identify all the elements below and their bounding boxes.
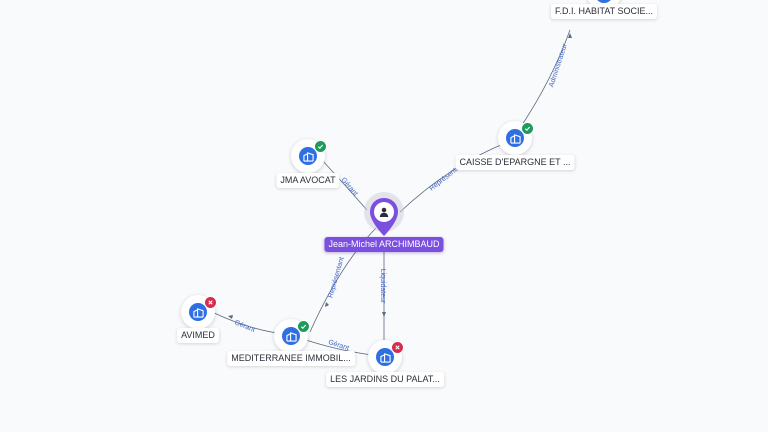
edge-label-fdi-caisse: Administrateur: [548, 42, 569, 88]
cross-icon: [391, 341, 404, 354]
edge-caisse-person: [399, 141, 509, 213]
node-label: JMA AVOCAT: [276, 173, 340, 188]
cross-icon: [204, 296, 217, 309]
node-label: Jean-Michel ARCHIMBAUD: [324, 237, 444, 252]
edge-label-jma-person: Gérant: [340, 177, 359, 198]
node-label: AVIMED: [177, 328, 219, 343]
check-icon: [314, 140, 327, 153]
person-icon: [379, 207, 389, 217]
building-icon: [506, 129, 524, 147]
node-label: CAISSE D'EPARGNE ET ...: [455, 155, 575, 170]
building-icon: [595, 0, 613, 3]
edge-arrow: [568, 33, 572, 38]
check-icon: [297, 320, 310, 333]
node-label: F.D.I. HABITAT SOCIE...: [550, 4, 658, 19]
building-icon: [299, 147, 317, 165]
building-icon: [282, 327, 300, 345]
edge-arrow: [325, 302, 329, 307]
edge-person-medit: [309, 227, 377, 333]
building-icon: [189, 303, 207, 321]
edge-arrow: [228, 315, 233, 319]
edge-label-person-jardins: Liquidateur: [379, 269, 386, 304]
edge-fdi-caisse: [519, 29, 571, 129]
node-label: LES JARDINS DU PALAT...: [326, 372, 444, 387]
building-icon: [376, 348, 394, 366]
check-icon: [521, 122, 534, 135]
edge-label-person-medit: Représentant: [327, 256, 345, 298]
edge-jma-person: [321, 159, 368, 211]
node-label: MEDITERRANEE IMMOBIL...: [227, 351, 355, 366]
edge-arrow: [382, 312, 386, 317]
edge-label-medit-avimed: Gérant: [233, 319, 256, 334]
